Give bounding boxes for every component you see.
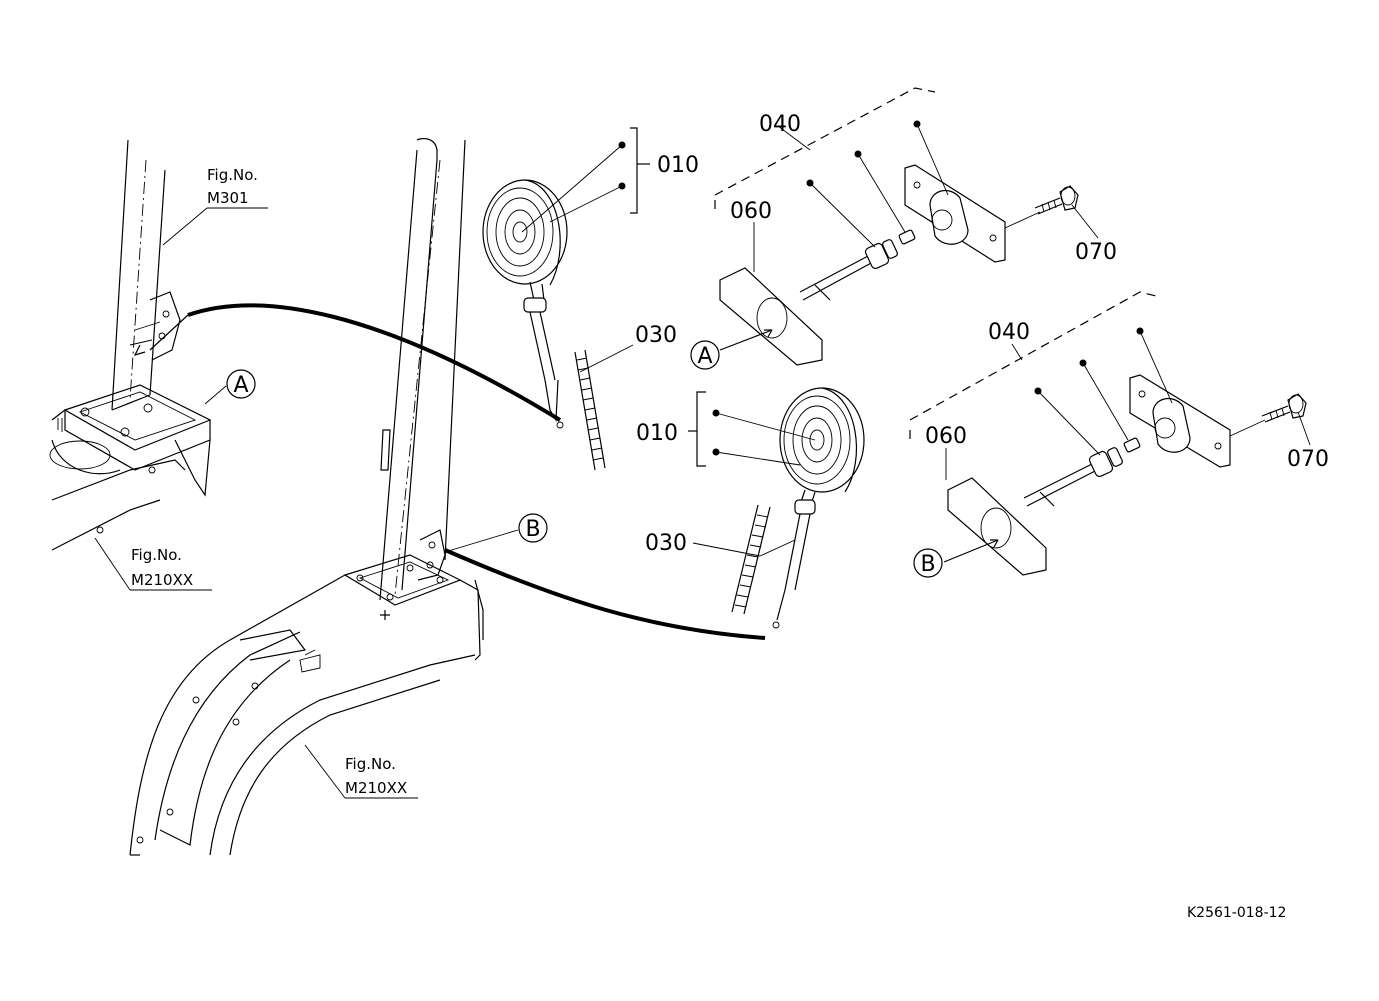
fig-ref-m210-bottom-code: M210XX	[345, 779, 407, 797]
part-label-030-top: 030	[635, 323, 677, 348]
wire-harness-a	[133, 303, 562, 422]
wire-harness-b	[444, 548, 766, 640]
callout-b-right-text: B	[920, 552, 935, 577]
callout-a-right: A	[690, 340, 720, 370]
fig-ref-m210-left-code: M210XX	[131, 571, 193, 589]
part-label-040-mid: 040	[988, 320, 1030, 345]
fig-ref-m301: Fig.No. M301	[207, 166, 258, 207]
lamp-bracket-assembly-upper	[714, 87, 1079, 366]
part-label-070-mid: 070	[1287, 447, 1329, 472]
callout-a-left: A	[226, 369, 256, 399]
callout-b-left: B	[518, 513, 548, 543]
drawing-code: K2561-018-12	[1187, 905, 1286, 921]
left-base-plate	[49, 384, 212, 551]
rops-center-post	[379, 137, 466, 601]
part-label-040-top: 040	[759, 112, 801, 137]
part-label-070-top: 070	[1075, 240, 1117, 265]
callout-a-left-text: A	[233, 373, 248, 398]
rops-left-post	[111, 139, 181, 411]
work-lamp-upper	[482, 179, 568, 429]
callout-b-left-text: B	[525, 517, 540, 542]
part-label-010-top: 010	[657, 153, 699, 178]
part-label-060-top: 060	[730, 199, 772, 224]
fender-body	[129, 574, 484, 856]
corrugated-hose-upper	[574, 349, 606, 471]
leader-lines	[94, 120, 1311, 799]
fig-ref-m301-title: Fig.No.	[207, 166, 258, 184]
work-lamp-lower	[772, 387, 865, 629]
fig-ref-m210-left-title: Fig.No.	[131, 546, 182, 564]
corrugated-hose-lower	[731, 504, 771, 615]
lamp-bracket-assembly-lower	[909, 291, 1307, 576]
part-label-030-mid: 030	[645, 531, 687, 556]
part-label-010-mid: 010	[636, 421, 678, 446]
fig-ref-m210-bottom-title: Fig.No.	[345, 755, 396, 773]
callout-a-right-text: A	[697, 344, 712, 369]
fig-ref-m301-code: M301	[207, 189, 249, 207]
fig-ref-m210-bottom: Fig.No. M210XX	[345, 755, 407, 797]
fig-ref-m210-left: Fig.No. M210XX	[131, 546, 193, 589]
part-label-060-mid: 060	[925, 424, 967, 449]
callout-b-right: B	[913, 548, 943, 578]
